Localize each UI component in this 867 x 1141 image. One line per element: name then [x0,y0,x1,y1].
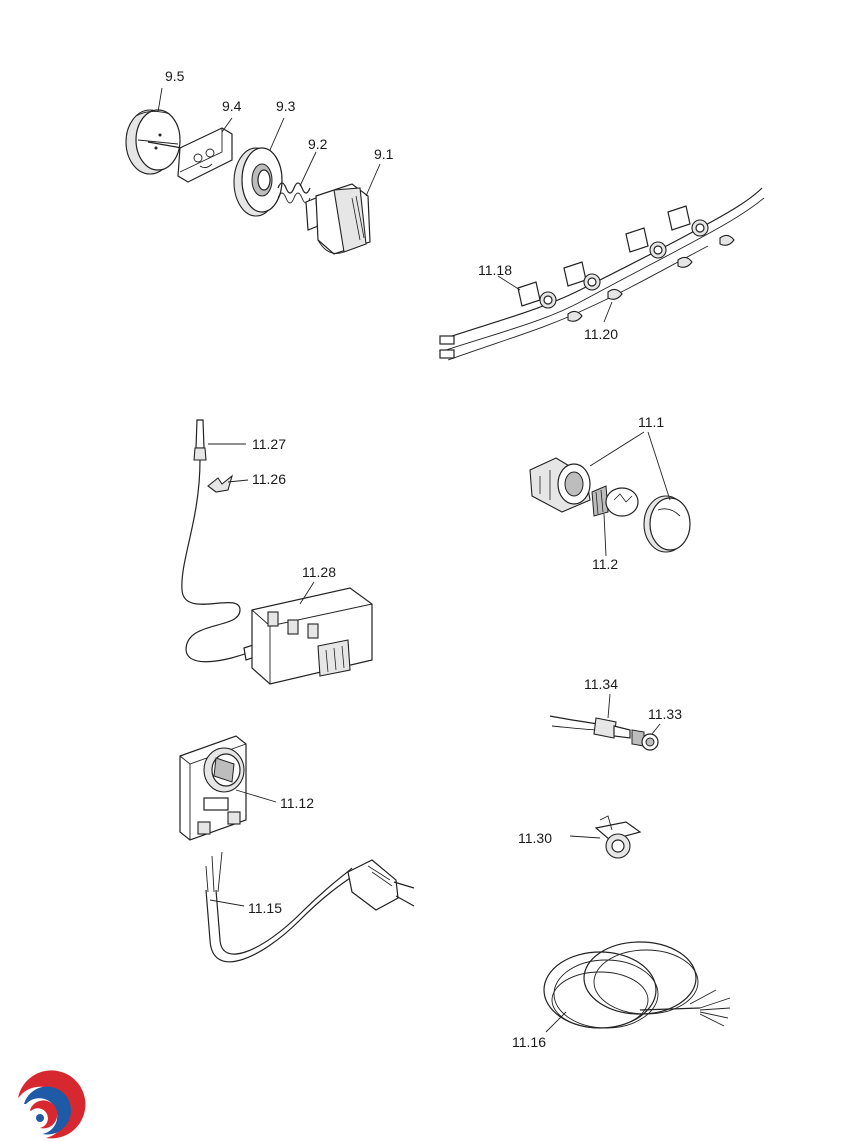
callout-11-34: 11.34 [584,676,618,692]
part-11-1-lamp-holder-and-cover [529,457,691,553]
callout-11-33: 11.33 [648,706,682,722]
leader-11-18 [497,275,521,291]
callout-11-2: 11.2 [592,556,619,572]
callout-9-5: 9.5 [165,68,185,84]
part-11-16-wiring-loom [543,941,731,1029]
callout-11-30: 11.30 [518,830,552,846]
leader-11-26 [227,479,249,483]
callout-9-4: 9.4 [222,98,242,114]
callout-9-2: 9.2 [308,136,328,152]
leader-9-5 [157,87,163,113]
brand-swirl-logo [18,1070,86,1139]
part-9-5-thermostat-body [125,109,183,175]
leader-11-33 [651,723,661,735]
leader-11-28 [299,581,315,605]
part-11-15-mains-cable-plug [205,851,415,963]
part-11-26-clip [207,474,234,493]
part-11-33-indicator-lamp [631,729,659,751]
part-11-27-ignition-electrode [181,419,251,663]
callout-11-15: 11.15 [248,900,282,916]
part-11-2-bulb [591,485,639,517]
callout-9-1: 9.1 [374,146,394,162]
leader-9-4 [221,117,233,133]
part-9-1-control-knob [305,183,371,255]
leader-11-1-a [589,431,645,467]
part-11-34-wire-lead [549,715,631,739]
leader-11-20 [603,301,613,323]
callout-11-26: 11.26 [252,471,286,487]
leader-11-16 [545,1011,567,1033]
callout-11-20: 11.20 [584,326,618,342]
callout-11-27: 11.27 [252,436,286,452]
callout-11-1: 11.1 [638,414,665,430]
leader-9-3 [269,117,285,151]
leader-11-15 [209,899,245,907]
part-11-20-clips [567,234,735,322]
part-11-12-rotary-switch [179,735,247,841]
part-11-28-ignition-unit [243,587,373,685]
leader-9-2 [299,151,317,187]
part-11-30-bracket [594,815,642,859]
leader-11-34 [607,693,611,719]
leader-11-30 [569,835,601,839]
part-11-18-microswitch-harness [439,187,765,361]
leader-11-1-b [647,431,671,501]
callout-11-12: 11.12 [280,795,314,811]
leader-11-2 [603,513,607,557]
part-9-3-bezel-ring [233,147,283,217]
callout-11-16: 11.16 [512,1034,546,1050]
callout-9-3: 9.3 [276,98,296,114]
part-9-4-plate [177,127,233,183]
leader-11-12 [235,789,277,803]
leader-9-1 [365,163,381,197]
part-9-2-spring [277,182,311,204]
callout-11-18: 11.18 [478,262,512,278]
callout-11-28: 11.28 [302,564,336,580]
